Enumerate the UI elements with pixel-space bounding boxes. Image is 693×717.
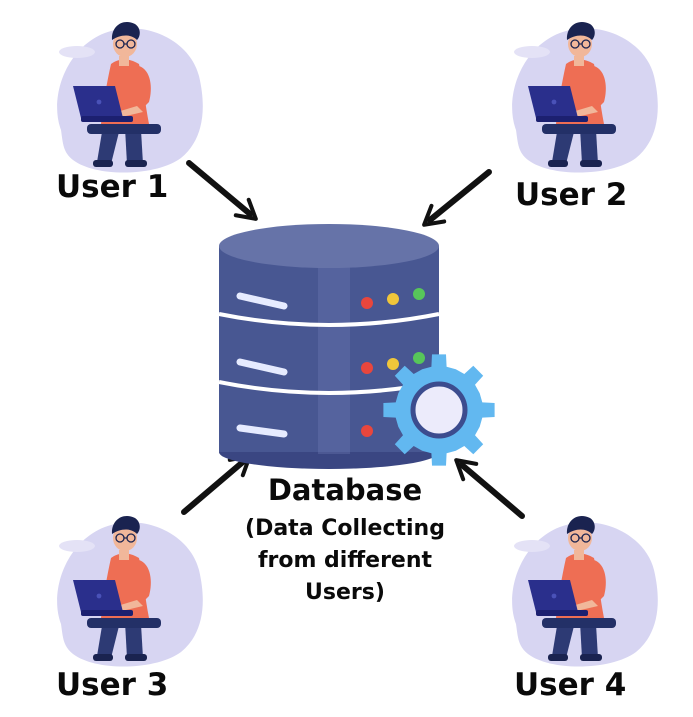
user-4-illustration [511,515,659,668]
database-title: Database [267,473,423,507]
user-2-illustration [511,21,659,174]
arrow-user2-to-database [422,169,492,227]
arrow-user4-to-database [454,458,525,519]
arrow-user1-to-database [186,160,258,221]
user-2-label: User 2 [515,177,628,213]
database-caption-line-1: (Data Collecting [245,516,445,541]
user-1-illustration [56,21,204,174]
database-caption: (Data Collecting from different Users) [180,513,510,609]
user-3-label: User 3 [56,667,169,703]
user-4-label: User 4 [514,667,627,703]
arrow-user3-to-database [181,454,252,515]
database-server-icon [218,224,440,469]
database-caption-line-3: Users) [305,580,385,605]
user-1-label: User 1 [56,169,169,205]
gear-hub [410,381,468,439]
gear-icon [383,354,495,466]
database-caption-line-2: from different [257,548,433,573]
